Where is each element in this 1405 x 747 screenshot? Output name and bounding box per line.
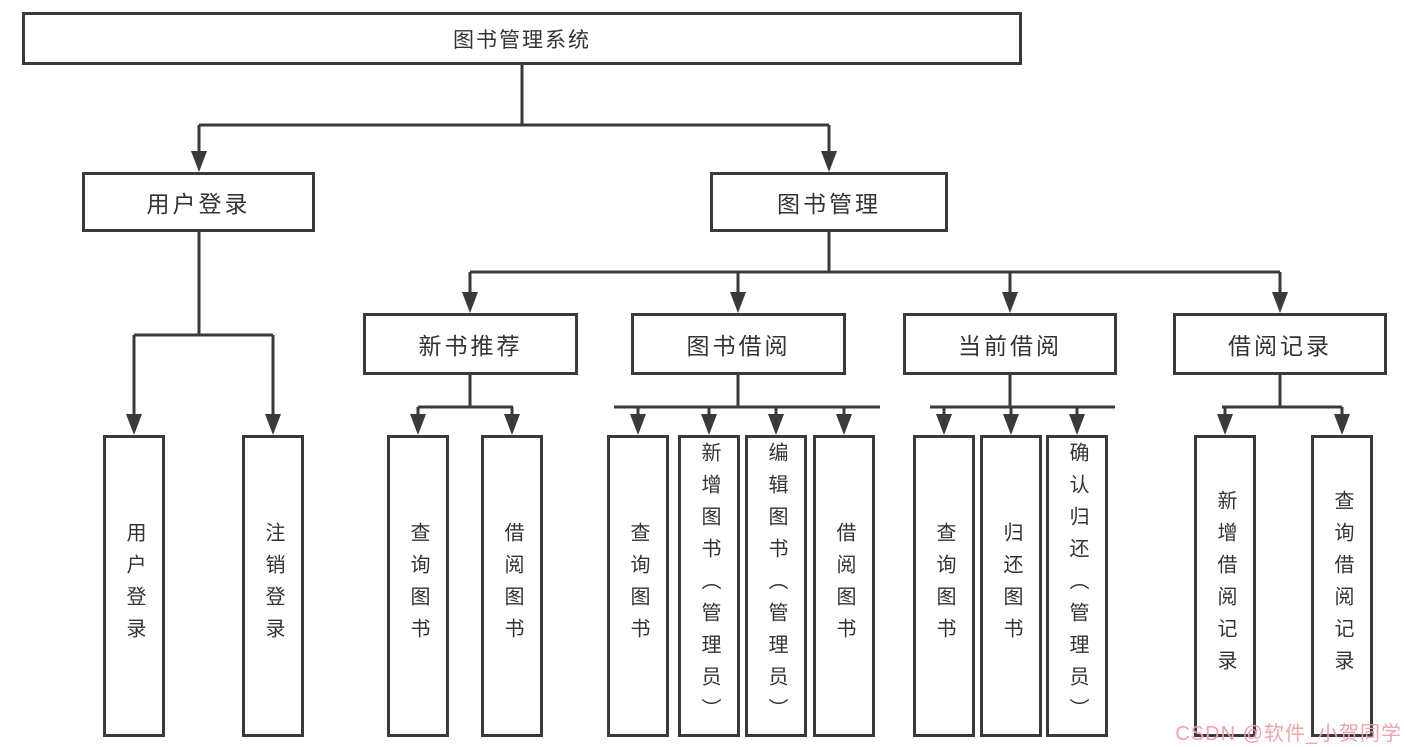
leaf-borrow-books-recommend: 借阅图书 — [481, 435, 543, 737]
leaf-return-books-label: 归还图书 — [1000, 522, 1022, 650]
leaf-query-books-current: 查询图书 — [913, 435, 975, 737]
leaf-add-borrow-record-label: 新增借阅记录 — [1214, 490, 1236, 682]
node-user-login: 用户登录 — [82, 172, 315, 232]
node-library-management-system: 图书管理系统 — [22, 12, 1022, 65]
leaf-borrow-books-borrowing: 借阅图书 — [813, 435, 875, 737]
leaf-borrow-books-recommend-label: 借阅图书 — [501, 522, 523, 650]
watermark: CSDN @软件_小贺同学 — [1175, 723, 1402, 745]
leaf-confirm-return-admin: 确认归还（管理员） — [1046, 435, 1108, 737]
leaf-query-borrow-record-label: 查询借阅记录 — [1331, 490, 1353, 682]
connector-book-management-to-level3 — [468, 232, 1282, 294]
leaf-user-login: 用户登录 — [103, 435, 165, 737]
node-book-borrowing: 图书借阅 — [631, 313, 846, 375]
leaf-borrow-books-borrowing-label: 借阅图书 — [833, 522, 855, 650]
connector-user-login-to-leaves — [132, 232, 275, 416]
node-book-management: 图书管理 — [710, 172, 948, 232]
connector-root-to-level2 — [197, 65, 831, 153]
leaf-logout-label: 注销登录 — [262, 522, 284, 650]
arrowheads — [126, 151, 1350, 435]
leaf-query-books-recommend: 查询图书 — [387, 435, 449, 737]
leaf-query-books-current-label: 查询图书 — [933, 522, 955, 650]
leaf-add-books-admin: 新增图书（管理员） — [678, 435, 740, 737]
leaf-logout: 注销登录 — [242, 435, 304, 737]
connector-current-borrowing-to-leaves — [930, 375, 1115, 416]
node-new-book-recommendation: 新书推荐 — [363, 313, 578, 375]
leaf-add-borrow-record: 新增借阅记录 — [1194, 435, 1256, 737]
connector-borrow-records-to-leaves — [1222, 375, 1344, 416]
leaf-edit-books-admin-label: 编辑图书（管理员） — [765, 442, 787, 730]
node-borrow-records: 借阅记录 — [1173, 313, 1387, 375]
connector-new-book-to-leaves — [416, 375, 514, 416]
leaf-query-borrow-record: 查询借阅记录 — [1311, 435, 1373, 737]
connector-book-borrowing-to-leaves — [614, 375, 880, 416]
leaf-query-books-borrowing: 查询图书 — [607, 435, 669, 737]
leaf-add-books-admin-label: 新增图书（管理员） — [698, 442, 720, 730]
leaf-confirm-return-admin-label: 确认归还（管理员） — [1066, 442, 1088, 730]
leaf-query-books-borrowing-label: 查询图书 — [627, 522, 649, 650]
leaf-return-books: 归还图书 — [980, 435, 1042, 737]
node-current-borrowing: 当前借阅 — [903, 313, 1117, 375]
leaf-user-login-label: 用户登录 — [123, 522, 145, 650]
leaf-query-books-recommend-label: 查询图书 — [407, 522, 429, 650]
leaf-edit-books-admin: 编辑图书（管理员） — [745, 435, 807, 737]
